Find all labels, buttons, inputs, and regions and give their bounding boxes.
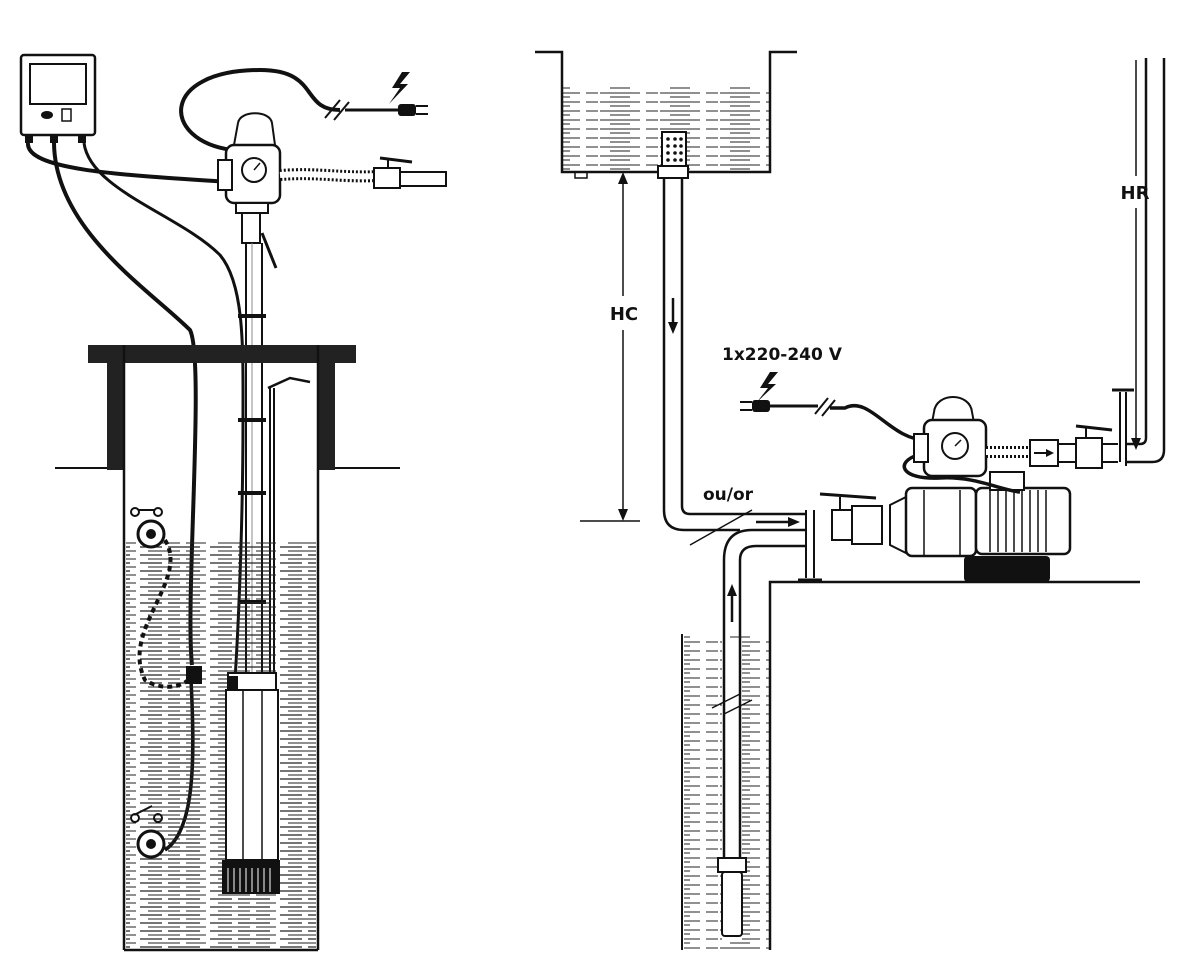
electric-hazard-icon: [389, 72, 410, 104]
hr-label: HR: [1121, 183, 1150, 204]
flow-arrow-icon: [1034, 449, 1054, 457]
control-box: [19, 53, 97, 143]
well-water: [126, 540, 316, 948]
electric-hazard-icon: [757, 372, 778, 402]
float-switch-upper: [130, 507, 166, 549]
flow-arrow-icon: [727, 584, 737, 622]
submersible-pump: [222, 672, 280, 894]
pressure-controller-right: [913, 396, 988, 478]
well-system: [19, 53, 447, 952]
flow-arrow-icon: [668, 298, 678, 334]
surface-pump-system: HC ou/or: [535, 50, 1166, 950]
flow-arrow-icon: [756, 517, 800, 527]
pressure-controller-left: [217, 112, 282, 214]
alternative-label: ou/or: [703, 485, 754, 505]
upper-tank: [535, 50, 797, 179]
surface-pump: [889, 471, 1072, 582]
hc-label: HC: [610, 304, 638, 325]
voltage-label: 1x220-240 V: [722, 345, 843, 365]
float-switch-lower: [130, 805, 166, 859]
